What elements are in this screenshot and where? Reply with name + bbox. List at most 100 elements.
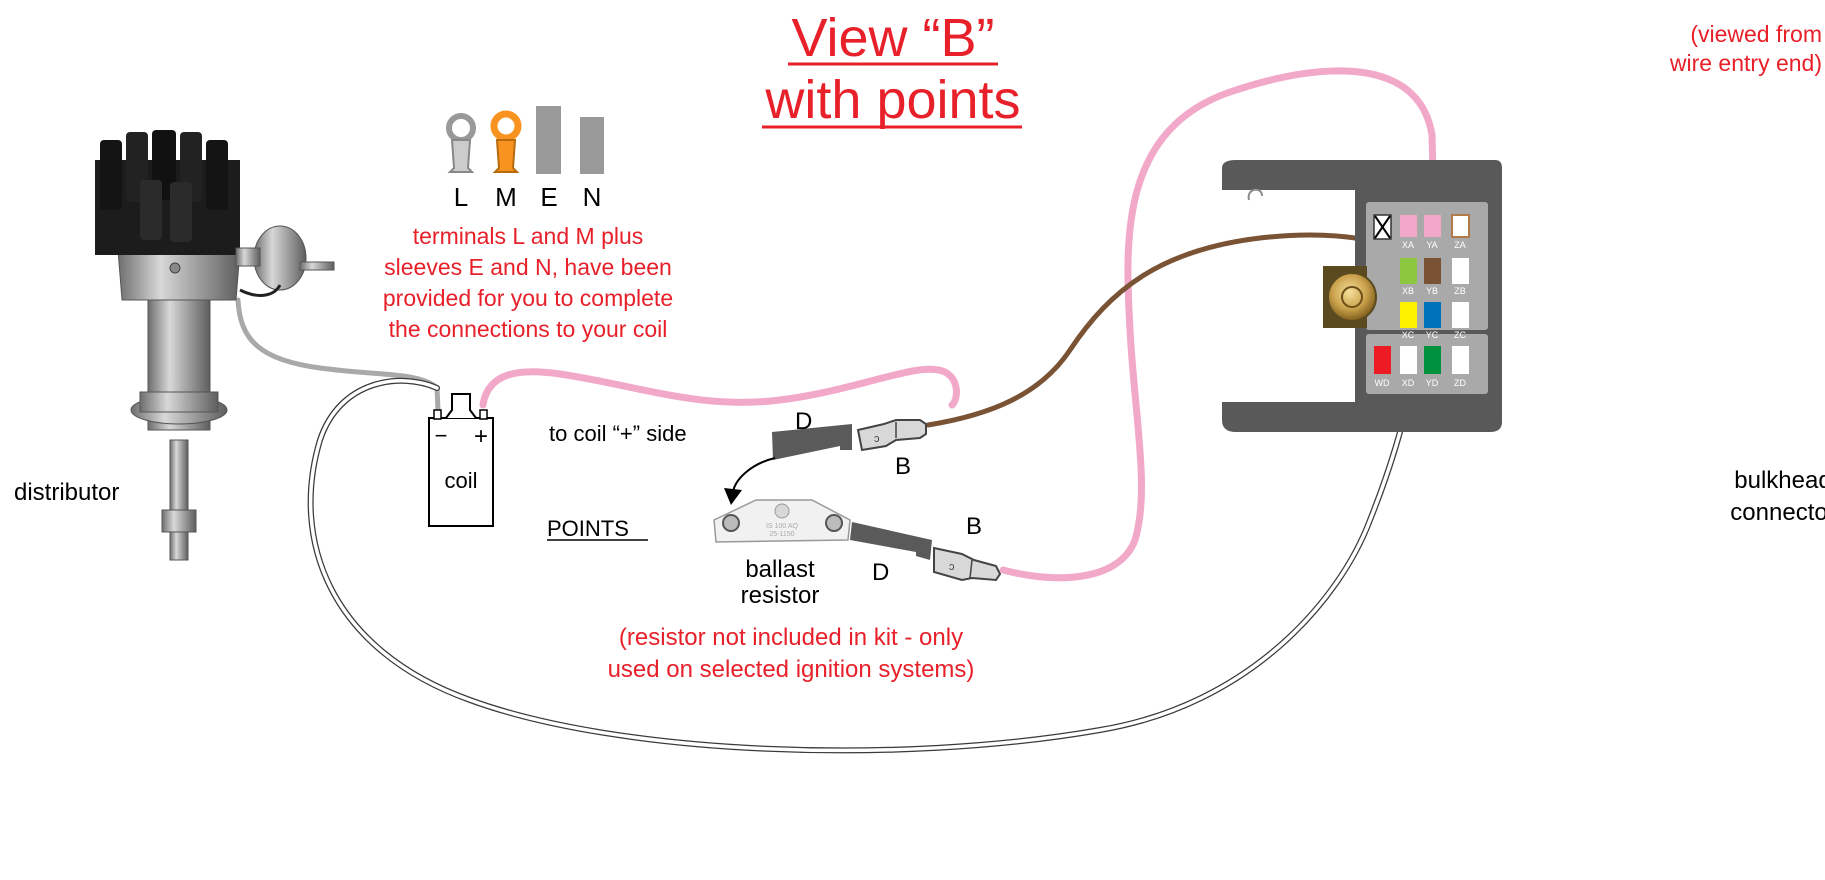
cavity-label-xa: XA	[1402, 240, 1414, 250]
cavity-za	[1451, 214, 1470, 238]
resistor-note: (resistor not included in kit - only use…	[608, 624, 975, 683]
title-line-1: View “B”	[791, 8, 994, 68]
terminal-l-icon	[446, 113, 476, 173]
distributor-housing	[117, 249, 241, 301]
terminal-l-label: L	[454, 182, 468, 212]
ballast-label-line-2: resistor	[741, 582, 820, 609]
cavity-yc	[1424, 302, 1441, 328]
resistor-stamp-line-1: IS 100 AQ	[766, 523, 798, 530]
b-bottom-label: B	[966, 513, 982, 540]
resistor-screw-right	[825, 514, 843, 532]
terminal-note: terminals L and M plus sleeves E and N, …	[383, 223, 673, 342]
b-top-label: B	[895, 453, 911, 480]
cavity-wd	[1374, 346, 1391, 374]
bottom-connector: ↄ	[850, 522, 1002, 582]
cavity-zb	[1452, 258, 1469, 284]
cap-tower-6	[140, 180, 162, 240]
terminal-note-line-4: the connections to your coil	[389, 316, 668, 342]
bolt-center	[1341, 286, 1363, 308]
distributor-collar	[139, 391, 219, 413]
resistor-stamp-line-2: 25-1150	[769, 531, 794, 538]
resistor-hole	[774, 503, 790, 519]
cavity-label-yc: YC	[1426, 330, 1439, 340]
points-label-group: POINTS	[547, 516, 648, 541]
distributor-screw	[169, 262, 181, 274]
coil-terminal-minus	[433, 409, 442, 420]
points-label: POINTS	[547, 516, 629, 541]
coil-minus-label: −	[435, 423, 448, 448]
ballast-label-line-1: ballast	[745, 556, 815, 583]
cavity-label-zb: ZB	[1454, 286, 1466, 296]
to-coil-label: to coil “+” side	[549, 421, 687, 446]
sleeve-d-bottom	[850, 522, 932, 560]
terminal-kit: L M E N	[446, 106, 604, 212]
svg-text:ↄ: ↄ	[949, 561, 955, 573]
coil-body	[428, 417, 494, 527]
cavity-xc	[1400, 302, 1417, 328]
coil-tower	[445, 393, 477, 419]
top-connector: ↄ	[772, 419, 927, 460]
terminal-m-icon	[490, 110, 522, 173]
cavity-yd	[1424, 346, 1441, 374]
cavity-zc	[1452, 302, 1469, 328]
ballast-label: ballast resistor	[741, 556, 820, 609]
cavity-xd	[1400, 346, 1417, 374]
cavity-xb	[1400, 258, 1417, 284]
cavity-zd	[1452, 346, 1469, 374]
terminal-note-line-2: sleeves E and N, have been	[384, 254, 672, 280]
arrow-head	[724, 488, 742, 505]
viewed-note-line-1: (viewed from	[1690, 21, 1822, 47]
terminal-note-line-3: provided for you to complete	[383, 285, 673, 311]
white-wire	[308, 378, 1414, 753]
distributor-gear	[161, 509, 197, 533]
coil-label: coil	[444, 468, 477, 493]
distributor-label: distributor	[14, 479, 119, 506]
viewed-note: (viewed from wire entry end)	[1669, 21, 1822, 76]
d-bottom-label: D	[872, 559, 889, 586]
resistor-screw-left	[722, 514, 740, 532]
vacuum-nipple	[299, 261, 335, 271]
sleeve-n-icon	[580, 117, 604, 174]
terminal-note-line-1: terminals L and M plus	[413, 223, 644, 249]
resistor-note-line-1: (resistor not included in kit - only	[619, 624, 963, 651]
vacuum-advance	[253, 225, 307, 291]
distributor	[95, 130, 335, 561]
cavity-ya	[1424, 215, 1441, 237]
svg-text:ↄ: ↄ	[874, 433, 880, 445]
sleeve-d-top	[772, 424, 852, 460]
ballast-resistor: IS 100 AQ 25-1150	[713, 499, 851, 543]
gray-distributor-wire	[235, 297, 441, 413]
resistor-body	[713, 499, 851, 543]
resistor-note-line-2: used on selected ignition systems)	[608, 656, 975, 683]
bolt-head	[1327, 272, 1377, 322]
cavity-yb	[1424, 258, 1441, 284]
sleeve-n-label: N	[583, 182, 602, 212]
cap-tower-1	[100, 140, 122, 210]
bulkhead-label-line-2: connector	[1730, 499, 1825, 526]
cavity-label-yd: YD	[1426, 378, 1439, 388]
cavity-label-xb: XB	[1402, 286, 1414, 296]
male-terminal-b-bottom	[933, 546, 1002, 582]
bulkhead-hook	[1247, 188, 1263, 201]
terminal-m-label: M	[495, 182, 517, 212]
cavity-label-xd: XD	[1402, 378, 1415, 388]
arrow-line	[732, 457, 776, 493]
sleeve-e-icon	[536, 106, 561, 174]
cap-tower-7	[170, 182, 192, 242]
coil-plus-label: +	[474, 423, 488, 450]
pink-wire	[479, 365, 960, 409]
cavity-xa	[1400, 215, 1417, 237]
d-top-label: D	[795, 408, 812, 435]
distributor-shaft	[169, 439, 189, 561]
cavity-label-zd: ZD	[1454, 378, 1466, 388]
cavity-label-xc: XC	[1402, 330, 1415, 340]
sleeve-e-label: E	[540, 182, 557, 212]
title: View “B” with points	[762, 8, 1022, 130]
bulkhead-connector: XA YA ZA XB YB ZB XC YC ZC WD XD YD ZD	[1222, 160, 1502, 432]
cavity-label-zc: ZC	[1454, 330, 1466, 340]
bulkhead-label: bulkhead connector	[1730, 467, 1825, 526]
bulkhead-label-line-1: bulkhead	[1734, 467, 1825, 494]
title-line-2: with points	[764, 70, 1020, 130]
vacuum-wire	[239, 284, 282, 297]
cavity-label-za: ZA	[1454, 240, 1466, 250]
